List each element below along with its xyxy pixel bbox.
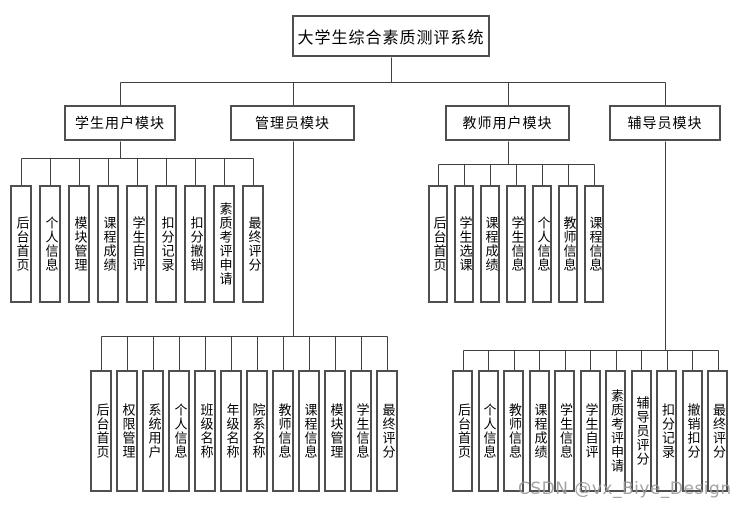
leaf-group-counselor: 后台首页个人信息教师信息课程成绩学生信息学生自评素质考评申请辅导员评分扣分记录撤… <box>452 370 728 492</box>
module-node-counselor: 辅导员模块 <box>609 105 721 141</box>
module-node-label: 管理员模块 <box>255 116 330 132</box>
leaf-node-label: 班级名称 <box>197 403 213 459</box>
leaf-node-label: 学生选课 <box>456 216 472 272</box>
module-node-admin: 管理员模块 <box>230 105 355 141</box>
leaf-node-teacher-5: 教师信息 <box>558 185 578 303</box>
leaf-node-label: 模块管理 <box>327 403 343 459</box>
leaf-node-label: 系统用户 <box>145 403 161 459</box>
leaf-node-label: 教师信息 <box>560 216 576 272</box>
watermark: CSDN @vx_Biye_Design <box>518 479 732 499</box>
leaf-node-student-0: 后台首页 <box>10 185 32 303</box>
leaf-node-label: 后台首页 <box>93 403 109 459</box>
leaf-node-student-2: 模块管理 <box>68 185 90 303</box>
leaf-node-label: 院系名称 <box>249 403 265 459</box>
leaf-node-label: 后台首页 <box>455 403 470 459</box>
leaf-group-admin: 后台首页权限管理系统用户个人信息班级名称年级名称院系名称教师信息课程信息模块管理… <box>90 370 398 492</box>
leaf-node-counselor-4: 学生信息 <box>554 370 575 492</box>
leaf-node-label: 学生信息 <box>508 216 524 272</box>
leaf-node-student-6: 扣分撤销 <box>184 185 206 303</box>
leaf-node-student-3: 课程成绩 <box>97 185 119 303</box>
leaf-node-label: 最终评分 <box>245 216 261 272</box>
leaf-node-label: 个人信息 <box>534 216 550 272</box>
leaf-node-counselor-2: 教师信息 <box>503 370 524 492</box>
leaf-node-teacher-0: 后台首页 <box>428 185 448 303</box>
leaf-node-counselor-5: 学生自评 <box>579 370 601 492</box>
leaf-node-label: 扣分记录 <box>659 403 674 459</box>
leaf-node-admin-9: 模块管理 <box>324 370 346 492</box>
leaf-node-counselor-1: 个人信息 <box>477 370 499 492</box>
leaf-node-admin-11: 最终评分 <box>376 370 398 492</box>
leaf-node-label: 最终评分 <box>379 403 395 459</box>
leaf-node-label: 扣分撤销 <box>187 216 203 272</box>
leaf-node-teacher-2: 课程成绩 <box>480 185 500 303</box>
leaf-node-label: 个人信息 <box>42 216 58 272</box>
leaf-node-label: 个人信息 <box>480 403 496 459</box>
leaf-node-label: 撤销扣分 <box>684 403 700 459</box>
leaf-node-admin-1: 权限管理 <box>116 370 138 492</box>
leaf-node-label: 扣分记录 <box>158 216 174 272</box>
leaf-node-label: 课程成绩 <box>482 216 498 272</box>
leaf-group-teacher: 后台首页学生选课课程成绩学生信息个人信息教师信息课程信息 <box>428 185 604 303</box>
leaf-node-label: 课程成绩 <box>531 403 547 459</box>
leaf-node-counselor-6: 素质考评申请 <box>605 370 626 492</box>
root-node-label: 大学生综合素质测评系统 <box>297 28 485 47</box>
leaf-node-admin-6: 院系名称 <box>246 370 268 492</box>
module-node-label: 教师用户模块 <box>462 116 553 132</box>
leaf-node-label: 后台首页 <box>430 216 446 272</box>
leaf-node-counselor-3: 课程成绩 <box>528 370 550 492</box>
leaf-node-label: 学生信息 <box>353 403 369 459</box>
leaf-node-label: 后台首页 <box>13 216 29 272</box>
leaf-node-label: 年级名称 <box>223 403 239 459</box>
leaf-node-student-5: 扣分记录 <box>155 185 177 303</box>
module-node-label: 学生用户模块 <box>75 116 165 132</box>
leaf-node-counselor-10: 最终评分 <box>707 370 728 492</box>
leaf-node-label: 学生自评 <box>129 216 145 272</box>
leaf-node-label: 素质考评申请 <box>608 389 623 473</box>
leaf-group-student: 后台首页个人信息模块管理课程成绩学生自评扣分记录扣分撤销素质考评申请最终评分 <box>10 185 264 303</box>
module-node-teacher: 教师用户模块 <box>445 105 570 141</box>
module-node-label: 辅导员模块 <box>627 116 703 132</box>
root-node-system-title: 大学生综合素质测评系统 <box>292 15 490 57</box>
leaf-node-label: 教师信息 <box>506 403 521 459</box>
leaf-node-admin-2: 系统用户 <box>142 370 164 492</box>
leaf-node-label: 权限管理 <box>119 403 135 459</box>
leaf-node-admin-7: 教师信息 <box>272 370 294 492</box>
leaf-node-student-7: 素质考评申请 <box>213 185 235 303</box>
leaf-node-counselor-7: 辅导员评分 <box>630 370 652 492</box>
leaf-node-label: 个人信息 <box>171 403 187 459</box>
leaf-node-label: 课程成绩 <box>100 216 116 272</box>
leaf-node-counselor-0: 后台首页 <box>452 370 473 492</box>
leaf-node-label: 素质考评申请 <box>216 202 232 286</box>
leaf-node-label: 最终评分 <box>710 403 725 459</box>
leaf-node-admin-0: 后台首页 <box>90 370 112 492</box>
leaf-node-student-8: 最终评分 <box>242 185 264 303</box>
leaf-node-teacher-1: 学生选课 <box>454 185 474 303</box>
leaf-node-admin-3: 个人信息 <box>168 370 190 492</box>
leaf-node-admin-10: 学生信息 <box>350 370 372 492</box>
leaf-node-student-1: 个人信息 <box>39 185 61 303</box>
module-node-student: 学生用户模块 <box>64 105 176 141</box>
leaf-node-teacher-6: 课程信息 <box>584 185 604 303</box>
leaf-node-label: 学生自评 <box>582 403 598 459</box>
leaf-node-label: 辅导员评分 <box>633 396 649 466</box>
leaf-node-teacher-3: 学生信息 <box>506 185 526 303</box>
leaf-node-label: 学生信息 <box>557 403 572 459</box>
leaf-node-counselor-9: 撤销扣分 <box>681 370 703 492</box>
leaf-node-counselor-8: 扣分记录 <box>656 370 677 492</box>
leaf-node-label: 课程信息 <box>586 216 602 272</box>
leaf-node-label: 模块管理 <box>71 216 87 272</box>
leaf-node-student-4: 学生自评 <box>126 185 148 303</box>
leaf-node-admin-8: 课程信息 <box>298 370 320 492</box>
leaf-node-label: 教师信息 <box>275 403 291 459</box>
leaf-node-admin-5: 年级名称 <box>220 370 242 492</box>
leaf-node-label: 课程信息 <box>301 403 317 459</box>
leaf-node-teacher-4: 个人信息 <box>532 185 552 303</box>
leaf-node-admin-4: 班级名称 <box>194 370 216 492</box>
